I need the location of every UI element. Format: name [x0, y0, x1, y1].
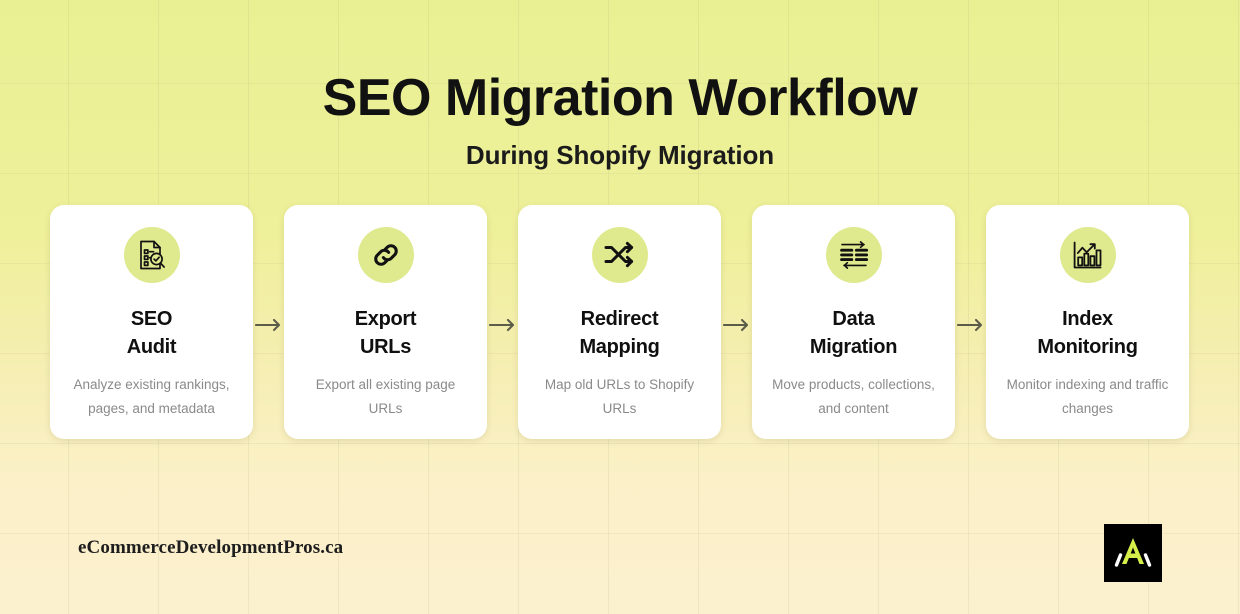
- arrow-right-icon: [487, 205, 518, 470]
- step-description: Export all existing page URLs: [315, 376, 456, 416]
- bar-chart-trend-icon: [1059, 227, 1116, 283]
- footer-brand-text: eCommerceDevelopmentPros.ca: [78, 537, 344, 558]
- data-transfer-icon: [825, 227, 882, 283]
- page-subtitle: During Shopify Migration: [465, 140, 775, 171]
- workflow-steps: SEO Audit Analyze existing rankings, pag…: [50, 205, 1190, 470]
- page-title: SEO Migration Workflow: [322, 69, 918, 127]
- brand-logo-icon: [1104, 524, 1162, 582]
- arrow-right-icon: [955, 205, 986, 470]
- shuffle-arrows-icon: [591, 227, 648, 283]
- step-description: Monitor indexing and traffic changes: [1006, 376, 1169, 416]
- step-title: Index Monitoring: [1037, 308, 1138, 359]
- header: SEO Migration Workflow During Shopify Mi…: [0, 70, 1240, 171]
- step-card-export-urls[interactable]: Export URLs Export all existing page URL…: [284, 205, 487, 439]
- step-description: Analyze existing rankings, pages, and me…: [73, 376, 230, 416]
- step-title: SEO Audit: [126, 308, 177, 359]
- step-card-redirect-mapping[interactable]: Redirect Mapping Map old URLs to Shopify…: [518, 205, 721, 439]
- step-card-seo-audit[interactable]: SEO Audit Analyze existing rankings, pag…: [50, 205, 253, 439]
- step-title: Data Migration: [809, 308, 898, 359]
- step-title: Redirect Mapping: [579, 308, 660, 359]
- link-chain-icon: [357, 227, 414, 283]
- step-title: Export URLs: [354, 308, 417, 359]
- step-description: Move products, collections, and content: [772, 376, 935, 416]
- step-card-index-monitoring[interactable]: Index Monitoring Monitor indexing and tr…: [986, 205, 1189, 439]
- arrow-right-icon: [253, 205, 284, 470]
- document-audit-icon: [123, 227, 180, 283]
- step-description: Map old URLs to Shopify URLs: [544, 376, 695, 416]
- arrow-right-icon: [721, 205, 752, 470]
- step-card-data-migration[interactable]: Data Migration Move products, collection…: [752, 205, 955, 439]
